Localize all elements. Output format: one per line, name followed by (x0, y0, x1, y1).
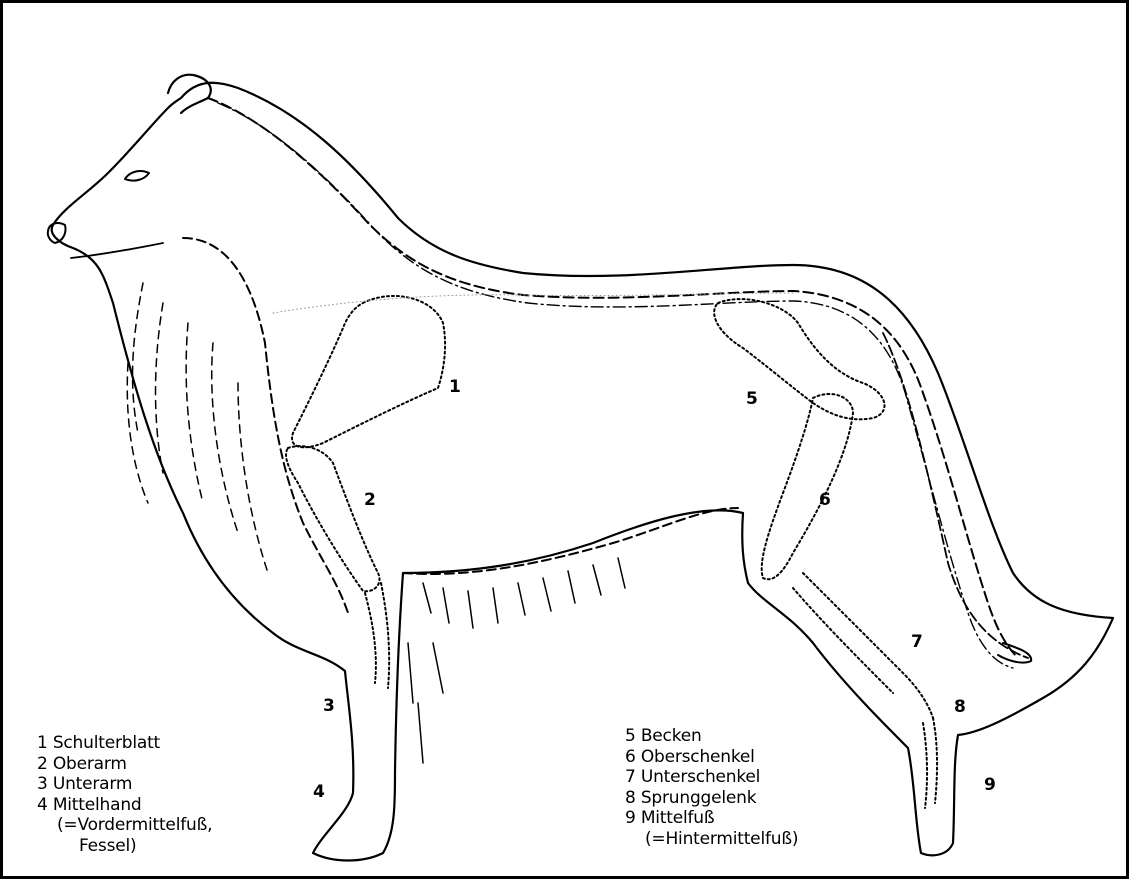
marker-7: 7 (911, 632, 923, 652)
abdomen-contour-dashed (403, 508, 738, 574)
bone-shoulder-blade (292, 296, 445, 447)
marker-6: 6 (819, 490, 831, 510)
eye-outline (125, 171, 149, 181)
marker-3: 3 (323, 696, 335, 716)
legend-item-9-note: (=Hintermittelfuß) (625, 829, 798, 850)
legend-item-4: 4 Mittelhand (37, 795, 212, 816)
marker-2: 2 (364, 490, 376, 510)
legend-item-2: 2 Oberarm (37, 754, 212, 775)
bone-femur (762, 394, 853, 579)
marker-1: 1 (449, 377, 461, 397)
skin-contour-dashdot (218, 103, 1013, 668)
legend-front-limb: 1 Schulterblatt 2 Oberarm 3 Unterarm 4 M… (37, 733, 212, 856)
bone-pelvis (714, 299, 884, 419)
legend-item-4-note-cont: Fessel) (37, 836, 212, 857)
legend-item-1: 1 Schulterblatt (37, 733, 212, 754)
legend-item-4-note: (=Vordermittelfuß, (37, 815, 212, 836)
legend-item-7: 7 Unterschenkel (625, 767, 798, 788)
bone-upper-arm (286, 446, 379, 591)
marker-9: 9 (984, 775, 996, 795)
marker-4: 4 (313, 782, 325, 802)
chest-contour-dashed (183, 238, 348, 613)
bone-forearm (365, 583, 389, 688)
legend-item-3: 3 Unterarm (37, 774, 212, 795)
legend-item-6: 6 Oberschenkel (625, 747, 798, 768)
legend-item-9: 9 Mittelfuß (625, 808, 798, 829)
marker-5: 5 (746, 389, 758, 409)
marker-8: 8 (954, 697, 966, 717)
belly-fur-strokes (408, 558, 625, 763)
ear-outline (168, 75, 211, 113)
legend-item-5: 5 Becken (625, 726, 798, 747)
mouth-line (71, 243, 163, 258)
bone-hock (923, 718, 937, 808)
legend-hind-limb: 5 Becken 6 Oberschenkel 7 Unterschenkel … (625, 726, 798, 849)
legend-item-8: 8 Sprunggelenk (625, 788, 798, 809)
